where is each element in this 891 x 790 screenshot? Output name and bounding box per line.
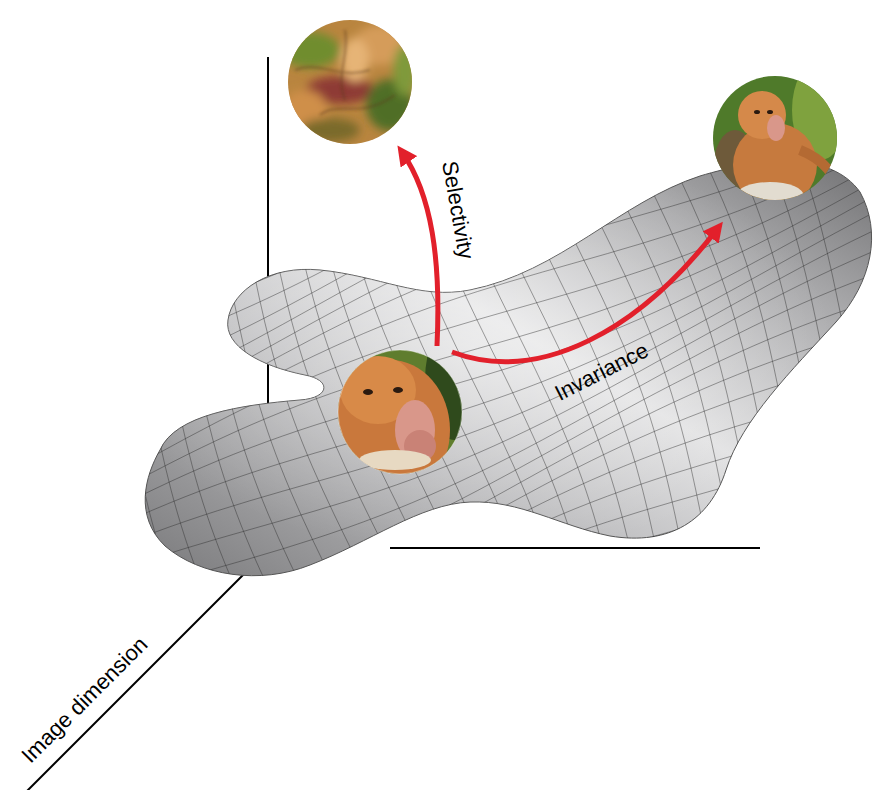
axis-line: [390, 547, 760, 549]
grid-line: [120, 77, 891, 405]
grid-line: [328, 130, 508, 610]
axis-label: Image dimension: [17, 632, 153, 768]
grid-line: [120, 137, 891, 460]
grid-line: [120, 218, 891, 545]
grid-line: [120, 167, 891, 490]
scrambled-image: [280, 12, 420, 152]
grid-line: [120, 182, 891, 506]
invariance-arrow: [452, 228, 718, 362]
selectivity-arrow: [402, 152, 438, 346]
grid-line: [120, 405, 891, 735]
grid-line: [120, 0, 891, 329]
grid-line: [120, 350, 891, 682]
grid-line: [789, 130, 891, 610]
grid-line: [724, 130, 875, 610]
manifold-surface: [26, 0, 891, 777]
grid-line: [690, 130, 842, 610]
grid-line: [120, 451, 891, 777]
grid-line: [120, 152, 891, 475]
grid-line: [159, 130, 313, 610]
grid-line: [120, 100, 891, 426]
grid-line: [26, 130, 181, 610]
grid-line: [406, 130, 591, 610]
grid-line: [60, 130, 212, 610]
grid-line: [190, 130, 347, 610]
grid-line: [656, 130, 810, 610]
grid-line: [120, 430, 891, 758]
grid-line: [127, 130, 279, 610]
grid-line: [120, 321, 891, 654]
monkey-sitting-image: [705, 60, 848, 210]
selectivity-label: Selectivity: [437, 159, 478, 261]
grid-line: [120, 240, 891, 569]
axis-line: [24, 566, 252, 790]
grid-line: [120, 292, 891, 624]
grid-line: [757, 130, 891, 610]
grid-line: [120, 0, 891, 300]
grid-line: [120, 52, 891, 382]
grid-line: [120, 379, 891, 710]
grid-line: [120, 265, 891, 596]
grid-line: [120, 25, 891, 357]
monkey-face-image: [330, 320, 485, 500]
axis-line: [267, 57, 269, 420]
grid-line: [94, 130, 245, 610]
